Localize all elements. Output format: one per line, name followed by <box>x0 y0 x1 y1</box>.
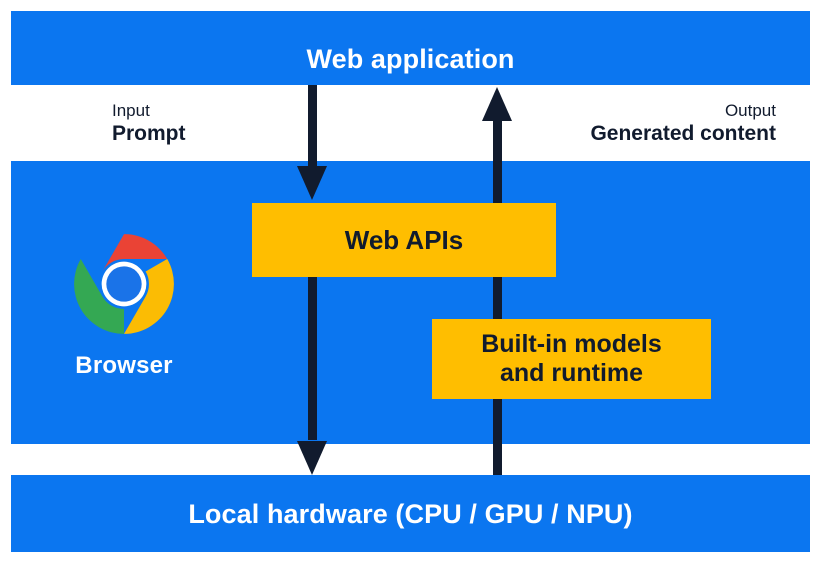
web-apis-label: Web APIs <box>344 224 464 255</box>
built-in-models-box: Built-in models and runtime <box>432 319 711 399</box>
request-flow-arrow-shaft-lower <box>308 276 317 440</box>
request-flow-arrow-head-upper <box>297 166 327 200</box>
web-apis-box: Web APIs <box>252 203 556 277</box>
built-in-models-label: Built-in models and runtime <box>481 330 662 389</box>
built-in-models-label-line1: Built-in models <box>481 329 662 358</box>
chrome-logo-icon <box>74 234 174 334</box>
web-application-band: Web application <box>11 11 810 85</box>
output-caption: Output Generated content <box>590 100 776 148</box>
local-hardware-label: Local hardware (CPU / GPU / NPU) <box>188 499 633 529</box>
web-application-label: Web application <box>306 44 515 74</box>
local-hardware-band: Local hardware (CPU / GPU / NPU) <box>11 475 810 552</box>
output-kicker: Output <box>724 101 776 120</box>
request-flow-arrow-shaft-upper <box>308 85 317 170</box>
input-caption: Input Prompt <box>112 100 186 148</box>
input-kicker: Input <box>112 101 150 120</box>
built-in-models-label-line2: and runtime <box>499 359 644 387</box>
response-flow-arrow-shaft <box>493 118 502 475</box>
response-flow-arrow-head <box>482 87 512 121</box>
browser-group: Browser <box>68 232 180 380</box>
output-value: Generated content <box>590 122 776 146</box>
browser-label: Browser <box>75 352 173 379</box>
request-flow-arrow-head-lower <box>297 441 327 475</box>
input-value: Prompt <box>112 122 186 146</box>
